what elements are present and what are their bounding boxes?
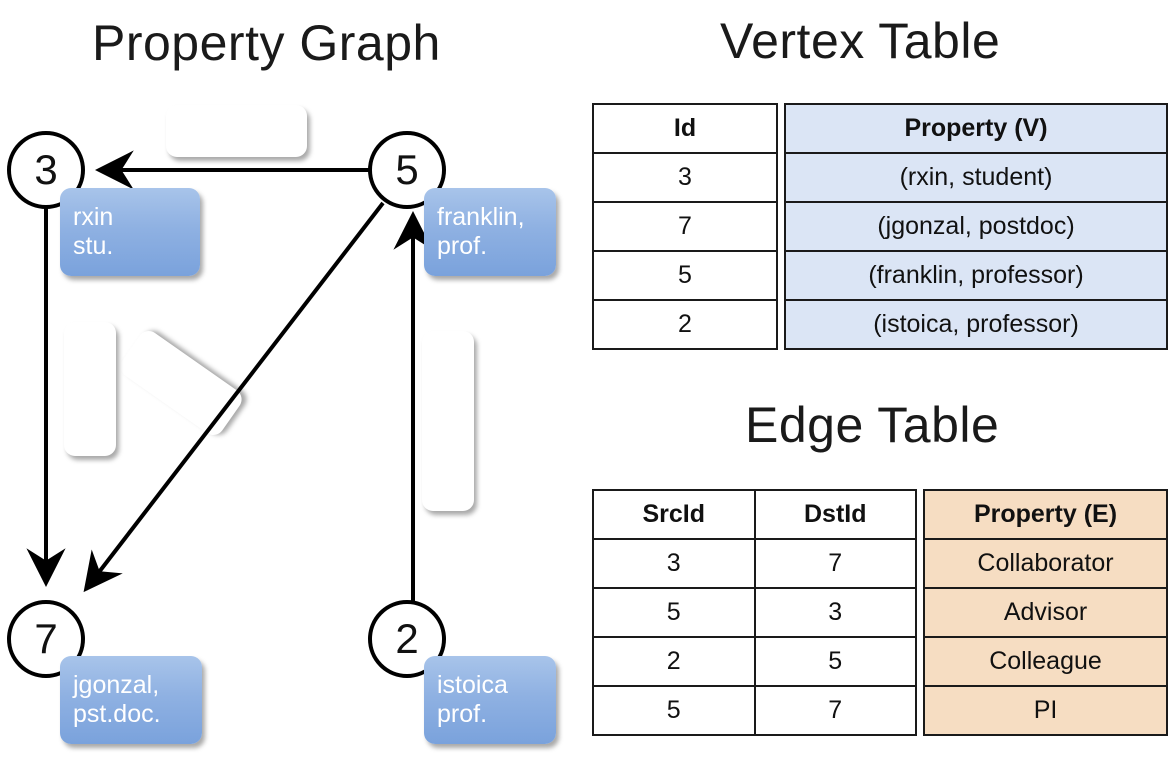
edge-label-colleague: Colleague xyxy=(422,331,474,511)
vertex-cell-id: 2 xyxy=(592,299,778,350)
edge-header-dstid: DstId xyxy=(753,489,917,540)
table-row: 3 xyxy=(592,152,778,203)
edge-cell-property: Collaborator xyxy=(923,538,1168,589)
table-row: 5 7 xyxy=(592,685,917,736)
edge-header-srcid: SrcId xyxy=(592,489,756,540)
vertex-property-line-1: rxin xyxy=(73,202,114,231)
graph-node-2[interactable]: 2 xyxy=(368,600,446,678)
vertex-cell-id: 5 xyxy=(592,250,778,301)
table-row: Property (E) xyxy=(923,489,1168,540)
table-row: (rxin, student) xyxy=(784,152,1168,203)
table-row: Colleague xyxy=(923,636,1168,687)
table-row: (jgonzal, postdoc) xyxy=(784,201,1168,252)
edge-cell-property: PI xyxy=(923,685,1168,736)
table-row: 3 7 xyxy=(592,538,917,589)
edge-table-property-column: Property (E) Collaborator Advisor Collea… xyxy=(923,489,1168,736)
vertex-table-property-column: Property (V) (rxin, student) (jgonzal, p… xyxy=(784,103,1168,350)
edge-5-to-7 xyxy=(83,201,385,593)
table-row: 5 xyxy=(592,250,778,301)
edge-cell-dst: 7 xyxy=(753,685,917,736)
table-row: Collaborator xyxy=(923,538,1168,589)
vertex-property-line-1: istoica xyxy=(437,670,508,699)
table-row: 2 xyxy=(592,299,778,350)
edge-label-collab: Collab. xyxy=(64,322,116,456)
vertex-property-box-7: jgonzal, pst.doc. xyxy=(60,656,202,744)
vertex-property-line-1: jgonzal, xyxy=(73,670,160,699)
vertex-property-line-1: franklin, xyxy=(437,202,525,231)
table-row: (franklin, professor) xyxy=(784,250,1168,301)
table-row: 5 3 xyxy=(592,587,917,638)
vertex-property-box-3: rxin stu. xyxy=(60,188,200,276)
vertex-cell-property: (franklin, professor) xyxy=(784,250,1168,301)
vertex-property-line-2: pst.doc. xyxy=(73,700,161,728)
edge-cell-src: 3 xyxy=(592,538,756,589)
vertex-property-line-2: prof. xyxy=(437,232,488,260)
table-row: (istoica, professor) xyxy=(784,299,1168,350)
table-row: PI xyxy=(923,685,1168,736)
edge-header-property: Property (E) xyxy=(923,489,1168,540)
edge-cell-dst: 7 xyxy=(753,538,917,589)
vertex-table-title: Vertex Table xyxy=(720,13,1001,69)
edge-label-advisor: Advisor xyxy=(166,105,307,157)
edge-cell-src: 5 xyxy=(592,685,756,736)
table-row: Property (V) xyxy=(784,103,1168,154)
vertex-header-id: Id xyxy=(592,103,778,154)
edge-table-title: Edge Table xyxy=(745,397,1000,453)
vertex-property-line-2: prof. xyxy=(437,700,488,728)
vertex-cell-property: (jgonzal, postdoc) xyxy=(784,201,1168,252)
vertex-cell-property: (rxin, student) xyxy=(784,152,1168,203)
vertex-cell-id: 7 xyxy=(592,201,778,252)
vertex-cell-id: 3 xyxy=(592,152,778,203)
graph-edges xyxy=(26,150,433,607)
table-row: 2 5 xyxy=(592,636,917,687)
vertex-property-box-5: franklin, prof. xyxy=(424,188,556,276)
edge-cell-src: 5 xyxy=(592,587,756,638)
property-graph-title: Property Graph xyxy=(92,15,441,71)
graph-node-5[interactable]: 5 xyxy=(368,131,446,209)
edge-cell-property: Advisor xyxy=(923,587,1168,638)
vertex-table-id-column: Id 3 7 5 2 xyxy=(592,103,778,350)
vertex-property-line-2: stu. xyxy=(73,232,114,260)
edge-cell-dst: 3 xyxy=(753,587,917,638)
vertex-property-box-2: istoica prof. xyxy=(424,656,556,744)
table-row: Advisor xyxy=(923,587,1168,638)
edge-table-src-dst-columns: SrcId DstId 3 7 5 3 2 5 5 7 xyxy=(592,489,917,736)
edge-cell-dst: 5 xyxy=(753,636,917,687)
table-row: 7 xyxy=(592,201,778,252)
vertex-cell-property: (istoica, professor) xyxy=(784,299,1168,350)
edge-cell-src: 2 xyxy=(592,636,756,687)
vertex-header-property: Property (V) xyxy=(784,103,1168,154)
table-row: SrcId DstId xyxy=(592,489,917,540)
property-graph-panel: Property Graph 3 5 7 2 rxin stu. xyxy=(7,15,556,744)
edge-cell-property: Colleague xyxy=(923,636,1168,687)
table-row: Id xyxy=(592,103,778,154)
